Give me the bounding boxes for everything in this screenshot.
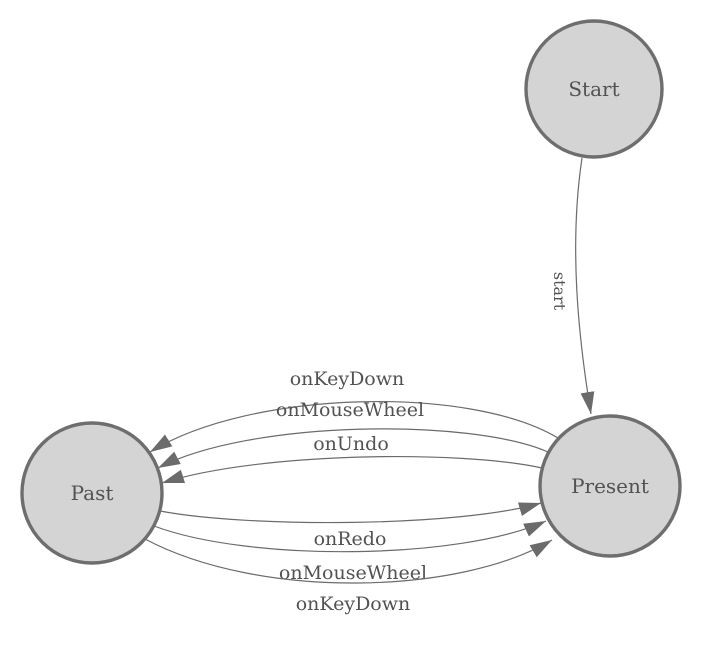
edge-label-present-to-past-onundo: onUndo	[313, 433, 389, 455]
edge-line-present-to-past-onmousewheel	[157, 428, 549, 469]
node-circle-present	[538, 414, 682, 558]
edge-line-start-to-present	[575, 157, 595, 415]
edge-past-to-present-onmousewheel: onMouseWheel	[153, 520, 547, 584]
node-start: Start	[524, 19, 664, 159]
edge-label-past-to-present-onredo: onRedo	[314, 528, 387, 550]
edge-line-past-to-present-onkeydown	[144, 538, 553, 584]
edge-start-to-present: start	[550, 157, 595, 415]
edge-line-present-to-past-onundo	[161, 455, 543, 484]
edge-line-present-to-past-onkeydown	[149, 401, 559, 453]
edge-present-to-past-onundo: onUndo	[161, 433, 543, 484]
node-label-past: Past	[71, 481, 114, 505]
node-circle-past	[20, 421, 164, 565]
edge-present-to-past-onkeydown: onKeyDown	[149, 368, 559, 453]
edge-present-to-past-onmousewheel: onMouseWheel	[157, 399, 549, 469]
edge-label-present-to-past-onkeydown: onKeyDown	[290, 368, 405, 390]
node-circle-start	[524, 19, 664, 159]
node-label-start: Start	[568, 77, 619, 101]
edge-past-to-present-onkeydown: onKeyDown	[144, 538, 553, 615]
node-label-present: Present	[571, 474, 649, 498]
edge-label-start-to-present: start	[550, 272, 569, 311]
node-present: Present	[538, 414, 682, 558]
node-past: Past	[20, 421, 164, 565]
edge-label-past-to-present-onkeydown: onKeyDown	[296, 593, 411, 615]
edge-past-to-present-onredo: onRedo	[159, 502, 542, 550]
edge-line-past-to-present-onredo	[159, 502, 542, 524]
edge-label-present-to-past-onmousewheel: onMouseWheel	[276, 399, 424, 421]
edge-line-past-to-present-onmousewheel	[153, 520, 547, 553]
edge-label-past-to-present-onmousewheel: onMouseWheel	[279, 562, 427, 584]
